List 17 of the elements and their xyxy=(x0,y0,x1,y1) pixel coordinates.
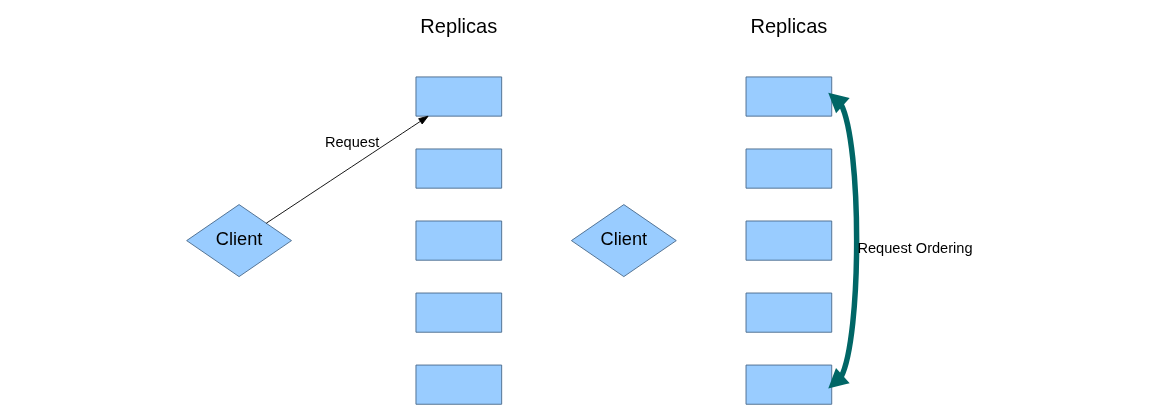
node-diamond: Client xyxy=(185,204,292,278)
edge-label: Request xyxy=(324,134,379,151)
node-box xyxy=(415,220,502,261)
node-box xyxy=(745,148,832,189)
node-box xyxy=(745,364,832,405)
node-box xyxy=(415,292,502,333)
node-box xyxy=(415,148,502,189)
node-box xyxy=(745,76,832,117)
label: Replicas xyxy=(749,15,827,38)
node-box xyxy=(745,220,832,261)
node-box xyxy=(415,76,502,117)
arrow xyxy=(827,92,859,389)
node-diamond: Client xyxy=(570,204,677,278)
node-box xyxy=(745,292,832,333)
node-box xyxy=(415,364,502,405)
arrow xyxy=(265,115,428,224)
label: Replicas xyxy=(419,15,497,38)
